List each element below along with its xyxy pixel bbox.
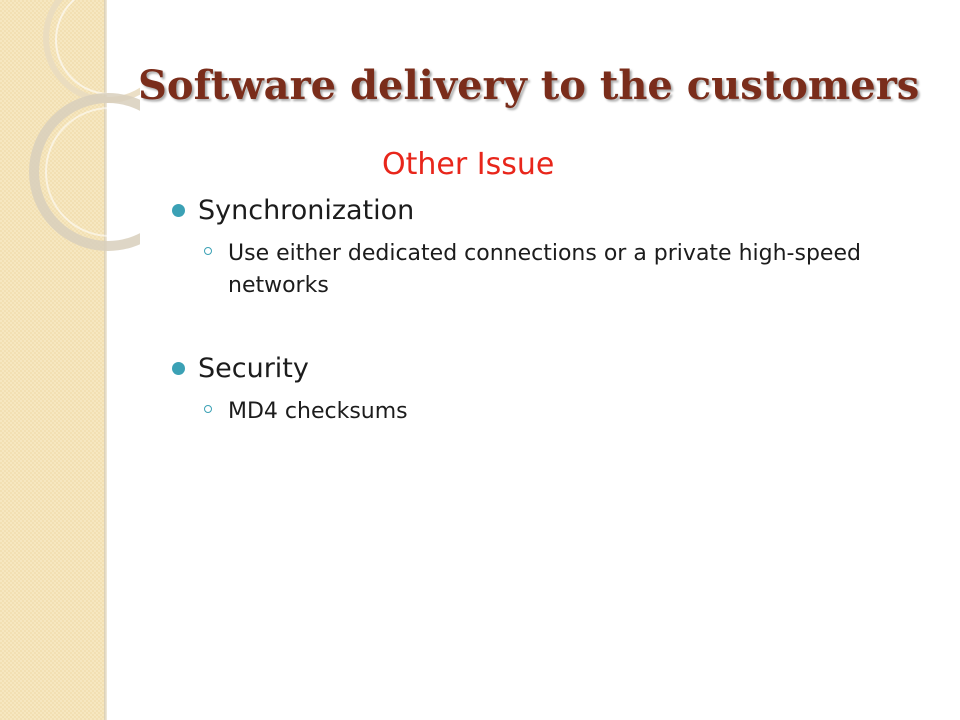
sub-bullet-text: Use either dedicated connections or a pr… xyxy=(228,241,861,298)
bullet-list: Synchronization Use either dedicated con… xyxy=(172,192,912,428)
slide-title: Software delivery to the customers xyxy=(138,62,920,109)
decorative-circles xyxy=(29,0,140,251)
sub-bullet-ring-icon xyxy=(204,405,212,413)
bullet-heading: Synchronization xyxy=(172,192,912,230)
sub-bullet: Use either dedicated connections or a pr… xyxy=(204,238,912,302)
sub-bullet-ring-icon xyxy=(204,247,212,255)
bullet-dot-icon xyxy=(172,362,185,375)
bullet-text: Synchronization xyxy=(198,195,415,226)
sub-bullet-text: MD4 checksums xyxy=(228,399,408,424)
bullet-item: Security MD4 checksums xyxy=(172,350,912,428)
bullet-heading: Security xyxy=(172,350,912,388)
bullet-text: Security xyxy=(198,353,309,384)
bullet-item: Synchronization Use either dedicated con… xyxy=(172,192,912,302)
bullet-dot-icon xyxy=(172,204,185,217)
sidebar-edge xyxy=(104,0,107,720)
sub-bullet: MD4 checksums xyxy=(204,396,912,428)
slide-subtitle: Other Issue xyxy=(382,147,555,182)
